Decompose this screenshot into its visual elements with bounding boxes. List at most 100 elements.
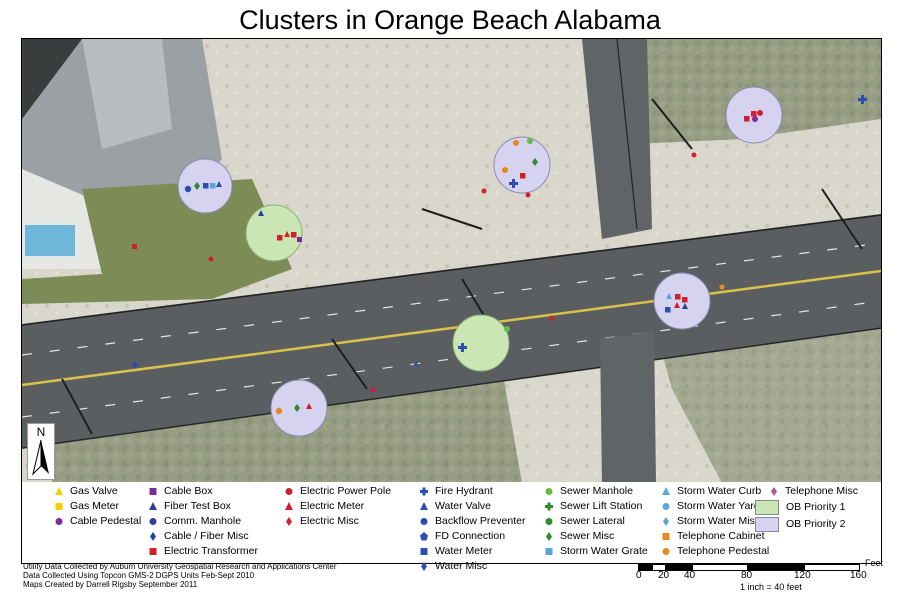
legend-priority-swatch — [755, 500, 779, 515]
legend-symbol-icon — [417, 545, 431, 558]
telephone-pedestal-symbol — [719, 284, 725, 290]
sewer-misc-symbol — [532, 158, 538, 166]
legend-symbol-icon — [146, 530, 160, 543]
legend-symbol-icon — [146, 545, 160, 558]
cluster-overlay — [132, 86, 867, 437]
legend-item-label: Comm. Manhole — [164, 515, 242, 527]
legend-item-label: Telephone Cabinet — [677, 530, 765, 542]
legend-symbol-icon — [542, 530, 556, 543]
legend-symbol-icon — [417, 500, 431, 513]
fire-hydrant-symbol — [458, 343, 467, 352]
sewer-misc-symbol — [194, 182, 200, 190]
north-arrow-icon — [32, 440, 49, 476]
scale-tick-label: 20 — [658, 570, 670, 581]
telephone-pedestal-symbol — [275, 407, 283, 415]
legend-symbol-icon — [659, 500, 673, 513]
fiber-test-box-symbol — [682, 303, 688, 309]
legend-item-label: Sewer Manhole — [560, 485, 633, 497]
sewer-manhole-symbol — [504, 326, 510, 332]
cable-box-symbol — [297, 237, 302, 242]
legend-symbol-icon — [282, 485, 296, 498]
legend-priority-label: OB Priority 2 — [786, 518, 846, 530]
legend-item-label: Storm Water Curb — [677, 485, 762, 497]
scale-bar: Feet 0 20 40 80 120 160 1 inch = 40 feet — [636, 558, 886, 602]
legend-symbol-icon — [659, 515, 673, 528]
storm-water-curb-symbol — [216, 181, 222, 187]
telephone-pedestal-symbol — [513, 140, 519, 146]
legend-symbol-icon — [146, 485, 160, 498]
electric-power-pole-symbol — [481, 188, 487, 194]
electric-transformer-symbol — [744, 116, 750, 122]
legend-item-label: Sewer Lift Station — [560, 500, 643, 512]
scale-tick-label: 160 — [850, 570, 867, 581]
legend-symbol-icon — [146, 500, 160, 513]
sewer-lateral-symbol — [184, 185, 192, 193]
legend-item-label: Sewer Misc — [560, 530, 615, 542]
electric-meter-symbol — [284, 231, 290, 237]
north-arrow: N — [27, 423, 55, 480]
scale-unit: Feet — [865, 558, 884, 568]
legend-item-label: FD Connection — [435, 530, 506, 542]
legend-symbol-icon — [52, 500, 66, 513]
legend-priority-label: OB Priority 1 — [786, 501, 846, 513]
legend-symbol-icon — [417, 485, 431, 498]
legend-symbol-icon — [659, 485, 673, 498]
fire-hydrant-symbol — [858, 95, 867, 104]
credits: Utility Data Collected by Auburn Univers… — [23, 562, 337, 589]
cluster-circle[interactable] — [452, 314, 510, 372]
legend-priority-swatch — [755, 517, 779, 532]
scale-tick-label: 80 — [741, 570, 753, 581]
legend-item-label: Water Misc — [435, 560, 488, 572]
storm-water-curb-symbol — [666, 293, 672, 299]
electric-power-pole-symbol — [691, 152, 697, 158]
legend-item-label: Water Valve — [435, 500, 492, 512]
fire-hydrant-symbol — [509, 179, 518, 188]
scale-tick-label: 120 — [794, 570, 811, 581]
scale-ratio: 1 inch = 40 feet — [740, 582, 802, 592]
legend-item-label: Electric Transformer — [164, 545, 258, 557]
electric-transformer-symbol — [132, 244, 137, 249]
legend-item-label: Sewer Lateral — [560, 515, 625, 527]
legend-item-label: Fire Hydrant — [435, 485, 493, 497]
scale-segment — [804, 564, 860, 571]
cluster-circle[interactable] — [245, 204, 303, 262]
legend-symbol-icon — [282, 515, 296, 528]
electric-meter-symbol — [674, 302, 680, 308]
water-misc-symbol — [132, 361, 138, 369]
legend-item-label: Storm Water Yard — [677, 500, 760, 512]
electric-transformer-symbol — [291, 232, 297, 238]
aerial-map[interactable] — [21, 38, 882, 484]
legend-symbol-icon — [659, 545, 673, 558]
electric-meter-symbol — [306, 403, 312, 409]
water-valve-symbol — [413, 361, 419, 366]
sewer-manhole-symbol — [527, 138, 533, 144]
sewer-misc-symbol — [294, 404, 300, 412]
scale-segment — [692, 564, 748, 571]
scale-tick-label: 0 — [636, 570, 642, 581]
legend-symbol-icon — [417, 560, 431, 573]
storm-water-grate-symbol — [210, 183, 216, 189]
electric-transformer-symbol — [682, 297, 688, 303]
map-title: Clusters in Orange Beach Alabama — [239, 5, 661, 35]
legend-symbol-icon — [542, 485, 556, 498]
electric-power-pole-symbol — [525, 192, 531, 198]
scale-segment — [652, 564, 666, 571]
legend-item-label: Electric Misc — [300, 515, 359, 527]
electric-transformer-symbol — [751, 111, 757, 117]
legend-item-label: Storm Water Misc — [677, 515, 761, 527]
credit-line: Data Collected Using Topcon GMS-2 DGPS U… — [23, 571, 255, 580]
legend-item-label: Gas Meter — [70, 500, 120, 512]
legend-item-label: Telephone Misc — [785, 485, 858, 497]
electric-power-pole-symbol — [549, 315, 555, 321]
credit-line: Maps Created by Darrell Rigsby September… — [23, 580, 198, 589]
legend-item-label: Backflow Preventer — [435, 515, 526, 527]
cluster-circle[interactable] — [493, 136, 551, 194]
scale-segment — [666, 564, 692, 571]
electric-transformer-symbol — [675, 294, 681, 300]
scale-segment — [748, 564, 804, 571]
legend-symbol-icon — [52, 485, 66, 498]
water-meter-symbol — [665, 307, 671, 313]
scale-tick-label: 40 — [684, 570, 696, 581]
fiber-test-box-symbol — [258, 210, 264, 216]
